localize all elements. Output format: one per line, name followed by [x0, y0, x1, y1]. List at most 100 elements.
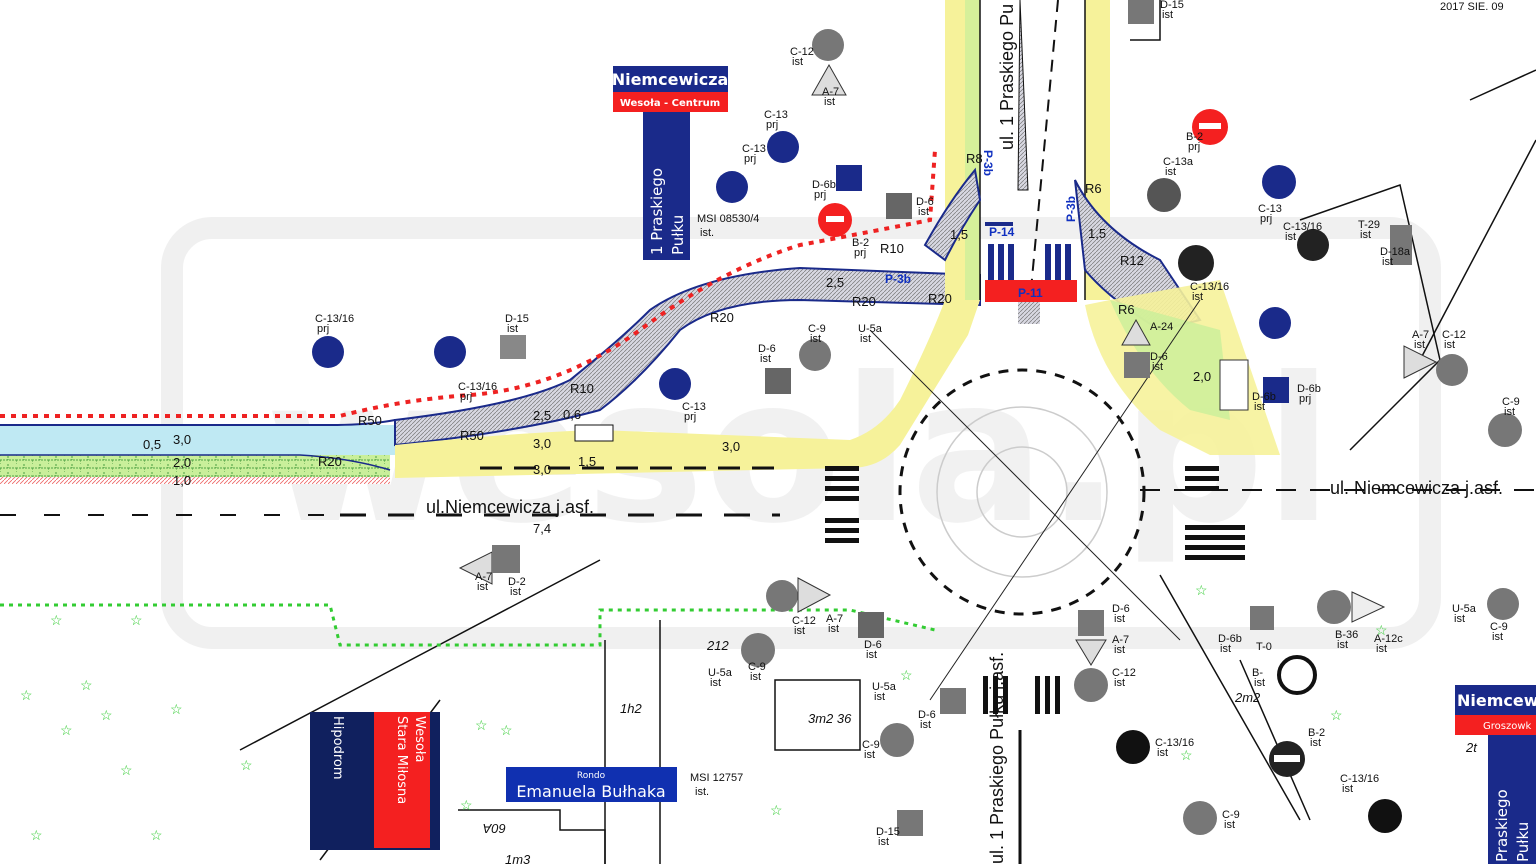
no-stopping-sign-icon	[1317, 590, 1351, 624]
sign-code-label: A-24	[1150, 321, 1173, 333]
sign-code-label: D-6b	[812, 179, 836, 191]
sign-status-label: prj	[814, 189, 826, 201]
direction-sign-right: Niemcew Groszowk Praskiego Pułku	[1455, 685, 1536, 864]
sign-status-label: ist	[810, 333, 821, 345]
sign-code-label: C-9	[1222, 809, 1240, 821]
svg-text:2,0: 2,0	[173, 455, 191, 470]
sign-code-label: C-9	[1490, 621, 1508, 633]
sign-code-label: A-7	[1112, 634, 1129, 646]
bus-stop-sign-icon	[897, 810, 923, 836]
sign-code-label: C-9	[1502, 396, 1520, 408]
svg-text:☆: ☆	[1330, 707, 1343, 723]
keep-right-sign-icon	[799, 339, 831, 371]
sign-code-label: B-2	[1186, 131, 1203, 143]
svg-text:Stara Miłosna: Stara Miłosna	[394, 716, 409, 804]
sign-code-label: C-13/16	[1283, 221, 1322, 233]
svg-text:☆: ☆	[60, 722, 73, 738]
svg-text:1,5: 1,5	[1088, 226, 1106, 241]
svg-text:R6: R6	[1085, 181, 1102, 196]
crossing-sign-icon	[1078, 610, 1104, 636]
keep-right-sign-icon	[1487, 588, 1519, 620]
yield-sign-icon	[811, 63, 847, 96]
date-stamp: 2017 SIE. 09	[1440, 1, 1504, 13]
rondo-name-sign: Rondo Emanuela Bułhaka	[506, 767, 677, 802]
roundabout-sign-icon	[1074, 668, 1108, 702]
end-path-sign-icon	[1178, 245, 1214, 281]
svg-text:Pułku: Pułku	[1514, 822, 1532, 862]
bus-stop-sign-icon	[1128, 0, 1154, 24]
sign-code-label: A-7	[826, 613, 843, 625]
roundabout-sign-icon	[766, 580, 798, 612]
svg-text:0,6: 0,6	[563, 407, 581, 422]
svg-text:R20: R20	[928, 291, 952, 306]
sign-code-label: D-15	[505, 313, 529, 325]
svg-text:☆: ☆	[900, 667, 913, 683]
svg-text:R50: R50	[358, 413, 382, 428]
sign-code-label: D-6b	[1252, 391, 1276, 403]
svg-text:R6: R6	[1118, 302, 1135, 317]
msi-code: MSI 12757	[690, 772, 743, 784]
sign-status-label: ist	[1492, 631, 1503, 643]
keep-right-sign-icon	[741, 633, 775, 667]
pedestrian-sign-icon	[1297, 229, 1329, 261]
svg-text:☆: ☆	[475, 717, 488, 733]
sign-code-label: C-13/16	[1190, 281, 1229, 293]
pedestrian-sign-icon	[1116, 730, 1150, 764]
svg-text:☆: ☆	[100, 707, 113, 723]
svg-text:Hipodrom: Hipodrom	[330, 716, 345, 780]
sign-code-label: A-7	[822, 86, 839, 98]
sign-code-label: D-6	[864, 639, 882, 651]
sign-code-label: U-5a	[1452, 603, 1477, 615]
svg-text:1h2: 1h2	[620, 701, 642, 716]
sign-status-label: ist	[1310, 737, 1321, 749]
crossing-sign-icon	[940, 688, 966, 714]
sign-status-label: ist	[1165, 166, 1176, 178]
svg-text:1m3: 1m3	[505, 852, 531, 864]
sign-code-label: C-13a	[1163, 156, 1194, 168]
sign-code-label: C-13	[682, 401, 706, 413]
direction-sign-bottom-left: Hipodrom Wesoła Stara Miłosna	[310, 712, 440, 850]
sign-status-label: ist	[874, 691, 885, 703]
sign-status-label: prj	[684, 411, 696, 423]
svg-text:R20: R20	[710, 310, 734, 325]
svg-text:☆: ☆	[20, 687, 33, 703]
parcel-numbers: 212 1h2 3m2 36 60A 1m3 2m2 2t	[483, 638, 1478, 864]
sign-code-label: B-36	[1335, 629, 1358, 641]
svg-text:1,5: 1,5	[578, 454, 596, 469]
sign-code-label: D-2	[508, 576, 526, 588]
bike-sign-icon	[716, 171, 748, 203]
west-approach	[0, 149, 981, 517]
road-label-west: ul.Niemcewicza j.asf.	[426, 497, 594, 517]
sign-status-label: ist	[1192, 291, 1203, 303]
sign-status-label: ist	[477, 581, 488, 593]
sign-code-label: C-9	[862, 739, 880, 751]
svg-text:Wesoła: Wesoła	[412, 716, 427, 762]
msi-status: ist.	[695, 786, 709, 798]
svg-text:3m2 36: 3m2 36	[808, 711, 852, 726]
green-boundary	[0, 603, 936, 647]
sign-code-label: T-29	[1358, 219, 1380, 231]
svg-text:Groszowk: Groszowk	[1483, 721, 1532, 732]
sign-status-label: ist	[1504, 406, 1515, 418]
sign-code-label: C-12	[1442, 329, 1466, 341]
keep-right-sign-icon	[1183, 801, 1217, 835]
svg-text:3,0: 3,0	[722, 439, 740, 454]
svg-text:☆: ☆	[80, 677, 93, 693]
sign-code-label: D-6b	[1297, 383, 1321, 395]
sign-code-label: D-6b	[1218, 633, 1242, 645]
sign-code-label: C-12	[792, 615, 816, 627]
red-dotted-boundary	[0, 149, 937, 418]
sign-status-label: ist	[1157, 747, 1168, 759]
road-label-east: ul. Niemcewicza j.asf.	[1330, 478, 1503, 498]
sign-code-label: C-13/16	[458, 381, 497, 393]
sign-status-label: ist	[750, 671, 761, 683]
svg-text:2,0: 2,0	[1193, 369, 1211, 384]
sign-status-label: ist	[918, 206, 929, 218]
north-road	[923, 0, 1280, 455]
keep-right-sign-icon	[880, 723, 914, 757]
sign-code-label: D-6	[1150, 351, 1168, 363]
end-path-sign-icon	[1368, 799, 1402, 833]
svg-text:R10: R10	[570, 381, 594, 396]
sign-code-label: A-12c	[1374, 633, 1403, 645]
